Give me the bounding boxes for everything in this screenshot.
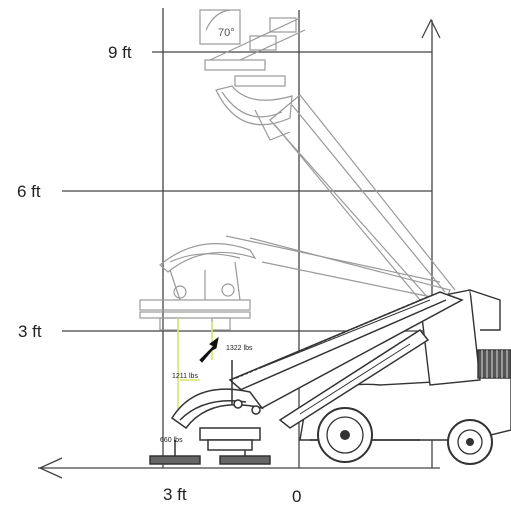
arm-ghost-upper — [199, 9, 456, 301]
height-axis-arrow-icon — [421, 18, 441, 39]
angle-label: 70° — [218, 27, 235, 39]
height-label-6ft: 6 ft — [17, 182, 41, 201]
height-label-9ft: 9 ft — [108, 43, 132, 62]
suction-pad-left — [149, 455, 201, 465]
reach-axis-arrow-icon — [38, 457, 440, 479]
load-label-middle: 1211 lbs — [172, 373, 198, 380]
wheels — [317, 407, 493, 465]
main-boom — [228, 291, 464, 429]
reach-label-0: 0 — [292, 487, 301, 506]
load-label-lower: 660 lbs — [160, 437, 183, 444]
gripper-attachment — [149, 360, 271, 465]
reach-grid — [62, 8, 440, 468]
reach-label-3ft: 3 ft — [163, 485, 187, 504]
load-label-upper: 1322 lbs — [226, 345, 253, 352]
height-label-3ft: 3 ft — [18, 322, 42, 341]
load-guide-lines — [177, 318, 213, 420]
suction-pad-right — [219, 455, 271, 465]
load-pointer-arrow-icon — [199, 336, 219, 363]
